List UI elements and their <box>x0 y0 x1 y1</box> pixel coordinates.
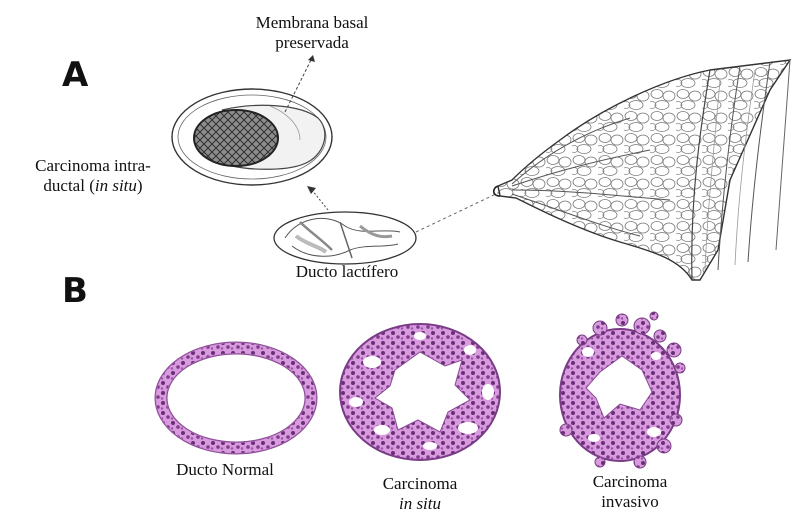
carcinoma-line2: ductal (in situ) <box>8 176 178 196</box>
insitu-histology <box>340 324 500 460</box>
insitu-line2-italic: in situ <box>399 494 441 513</box>
membrana-line1: Membrana basal <box>222 13 402 33</box>
insitu-line1: Carcinoma <box>350 474 490 494</box>
carcinoma-intraductal-label: Carcinoma intra- ductal (in situ) <box>8 156 178 196</box>
ducto-lactifero-label: Ducto lactífero <box>262 262 432 282</box>
invasivo-label: Carcinoma invasivo <box>560 472 700 512</box>
carcinoma-line2-b: ) <box>137 176 143 195</box>
invasive-histology <box>560 312 685 468</box>
breast-pointer <box>416 192 500 232</box>
carcinoma-line2-italic: in situ <box>95 176 137 195</box>
normal-duct-histology <box>155 342 317 454</box>
insitu-label: Carcinoma in situ <box>350 474 490 514</box>
carcinoma-line2-a: ductal ( <box>43 176 94 195</box>
breast-illustration <box>494 60 790 280</box>
magnify-arrow <box>312 190 328 210</box>
invasivo-line1: Carcinoma <box>560 472 700 492</box>
invasivo-line2: invasivo <box>560 492 700 512</box>
insitu-line2: in situ <box>350 494 490 514</box>
magnified-duct-circle <box>172 89 332 185</box>
membrana-line2: preservada <box>222 33 402 53</box>
membrana-label: Membrana basal preservada <box>222 13 402 53</box>
small-duct-circle <box>274 212 416 264</box>
ducto-normal-label: Ducto Normal <box>140 460 310 480</box>
carcinoma-line1: Carcinoma intra- <box>8 156 178 176</box>
